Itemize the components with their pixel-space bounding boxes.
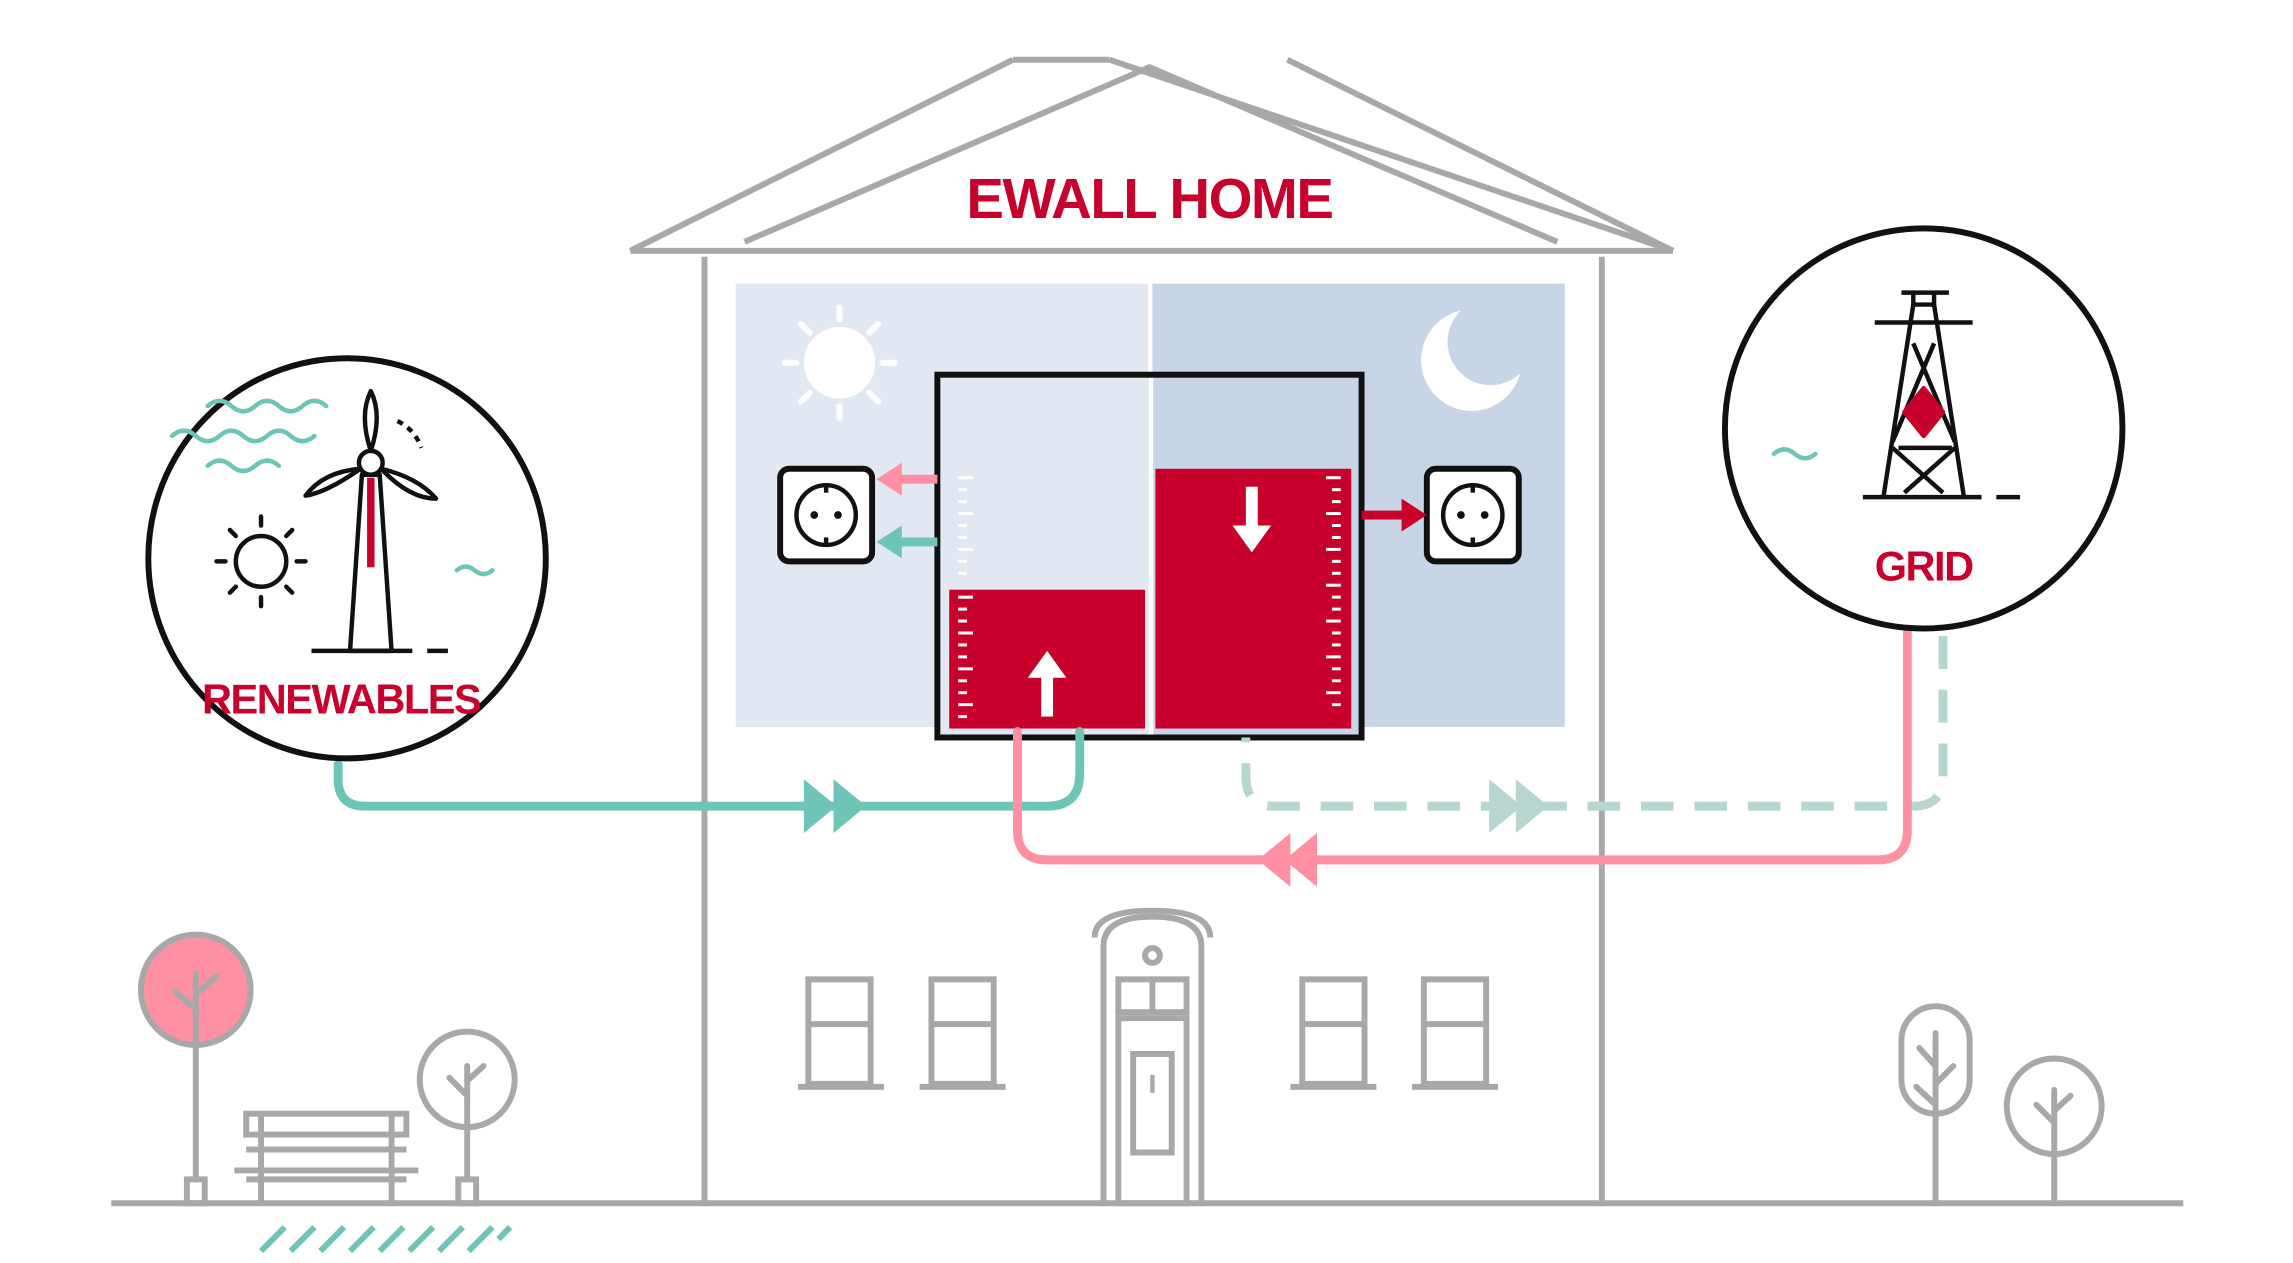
grid-label: GRID <box>1875 543 1973 590</box>
sun-icon <box>781 304 898 421</box>
renewables-flow-line <box>333 727 1085 811</box>
grass-hatch <box>258 1225 513 1254</box>
window-icon <box>919 976 1006 1090</box>
wind-turbine-icon <box>303 388 448 654</box>
grid-node: GRID <box>1721 225 2126 632</box>
wind-wave-icon <box>1771 447 1818 461</box>
right-scale-ticks <box>1325 476 1341 707</box>
bench-icon <box>234 1110 419 1204</box>
grid-dashed-flow-arrow <box>1489 779 1549 834</box>
renewables-label: RENEWABLES <box>202 675 481 722</box>
renewables-flow-arrow <box>803 779 867 834</box>
page-title: EWALL HOME <box>966 167 1332 230</box>
arrow-down-icon <box>1232 486 1272 553</box>
arrow-up-icon <box>1027 650 1067 717</box>
renewables-node: RENEWABLES <box>145 355 549 762</box>
battery-unit <box>934 371 1365 741</box>
battery-to-socket-arrow-teal <box>876 525 938 559</box>
door-icon <box>1091 907 1214 1207</box>
socket-icon <box>1423 465 1522 565</box>
moon-icon <box>1421 310 1521 411</box>
window-icon <box>1411 976 1499 1090</box>
tree-icon <box>1898 1003 1973 1207</box>
power-pylon-icon <box>1862 290 2021 500</box>
tree-icon <box>416 1028 518 1207</box>
battery-to-socket-arrow-red <box>1361 498 1427 532</box>
grid-flow-arrow <box>1257 833 1318 887</box>
tree-icon <box>137 931 254 1207</box>
wind-waves-icon <box>169 398 495 577</box>
house-outline <box>629 56 1675 1204</box>
window-icon <box>1290 976 1377 1090</box>
socket-icon <box>777 465 876 565</box>
grid-dashed-flow-line <box>1241 635 1948 811</box>
window-icon <box>797 976 884 1090</box>
grid-flow-line <box>1013 628 1912 865</box>
left-scale-ticks <box>958 476 973 719</box>
tree-icon <box>2003 1055 2105 1207</box>
battery-to-socket-arrow-pink <box>876 462 938 496</box>
sun-icon <box>214 514 308 609</box>
